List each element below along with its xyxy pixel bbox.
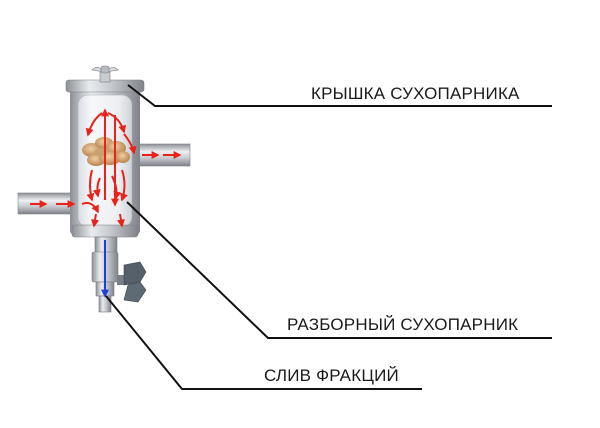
valve-handle-icon [117, 261, 147, 303]
leader-line-lid [127, 84, 552, 107]
leader-line-drain [105, 295, 422, 390]
leader-lines [105, 84, 552, 390]
callout-drain-label: СЛИВ ФРАКЦИЙ [264, 366, 399, 385]
callout-lid-label: КРЫШКА СУХОПАРНИКА [311, 84, 520, 103]
callout-body-label: РАЗБОРНЫЙ СУХОПАРНИК [287, 315, 519, 334]
flow-arrow-icon [30, 108, 182, 228]
wing-nut-icon [91, 65, 119, 83]
leader-line-body [126, 201, 552, 339]
